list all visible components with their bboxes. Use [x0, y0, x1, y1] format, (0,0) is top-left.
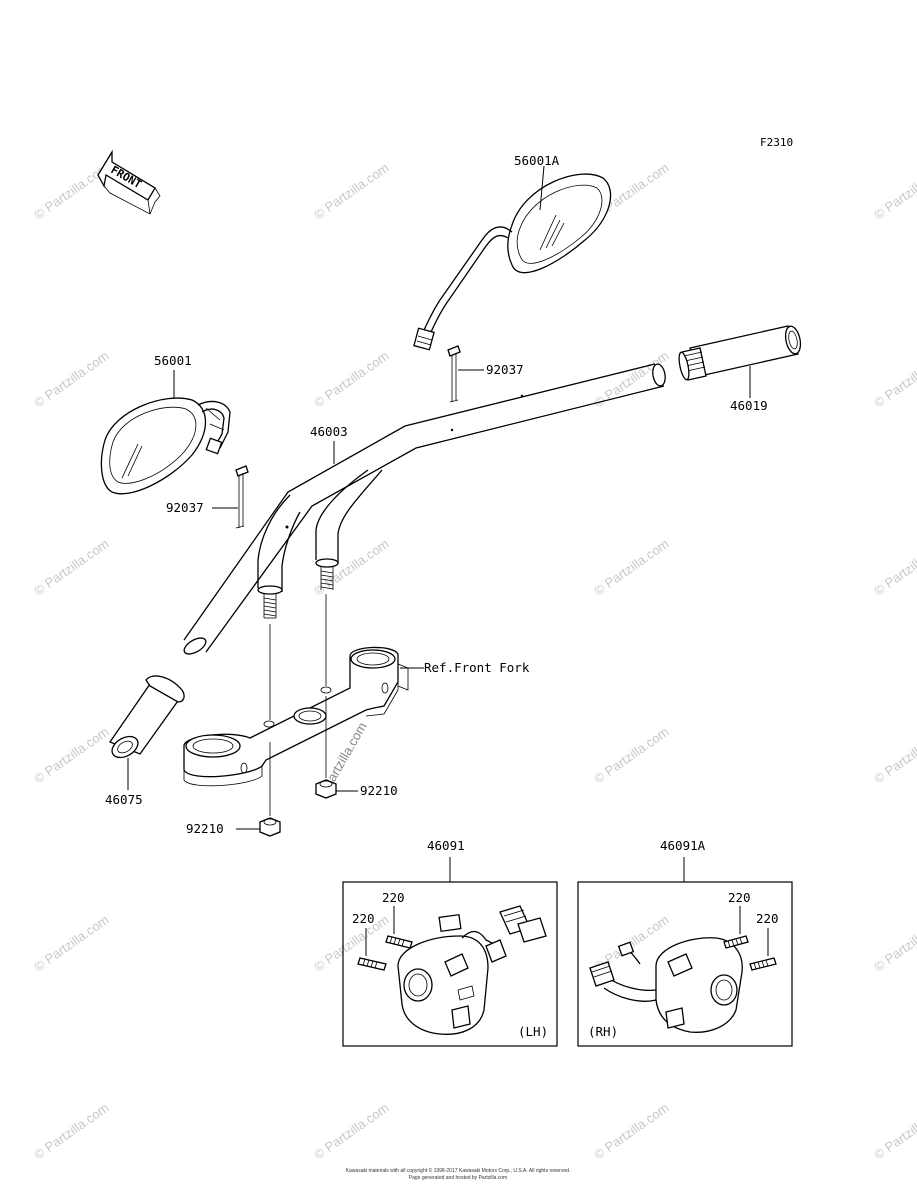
switch-lh[interactable] — [397, 905, 547, 1035]
box-rh-label: (RH) — [588, 1024, 618, 1039]
switch-lh-box — [342, 881, 558, 1047]
ref-front-fork: Ref.Front Fork — [424, 660, 530, 675]
watermark: © Partzilla.com — [591, 724, 671, 787]
callout-56001a: 56001A — [514, 153, 560, 168]
mirror-right[interactable] — [413, 173, 612, 351]
callout-220-rh-1: 220 — [728, 890, 751, 905]
callout-92210-left: 92210 — [186, 821, 224, 836]
grip-right[interactable] — [677, 325, 803, 381]
callout-92037-top: 92037 — [486, 362, 524, 377]
watermark: © Partzilla.com — [31, 536, 111, 599]
callout-46091: 46091 — [427, 838, 465, 853]
grip-left[interactable] — [108, 675, 185, 762]
screw-lh-1[interactable] — [385, 935, 413, 949]
figure-code: F2310 — [760, 136, 793, 149]
switch-rh-box — [577, 881, 793, 1047]
watermark: © Partzilla.com — [871, 536, 917, 599]
handlebar[interactable] — [182, 363, 667, 657]
switch-rh[interactable] — [589, 937, 743, 1033]
screw-rh-2[interactable] — [749, 957, 777, 971]
bolt-left[interactable] — [235, 465, 249, 529]
callout-46091a: 46091A — [660, 838, 706, 853]
watermark: © Partzilla.com — [31, 912, 111, 975]
footer-line-2: Page generated and hosted by Partzilla.c… — [409, 1175, 507, 1181]
watermark: © Partzilla.com — [31, 160, 111, 223]
watermark: © Partzilla.com — [311, 1100, 391, 1163]
watermark: © Partzilla.com — [311, 160, 391, 223]
footer-line-1: Kawasaki materials with all copyright © … — [346, 1167, 571, 1174]
bolt-top[interactable] — [447, 345, 461, 403]
watermark: © Partzilla.com — [31, 348, 111, 411]
watermark: © Partzilla.com — [871, 912, 917, 975]
watermark: © Partzilla.com — [591, 1100, 671, 1163]
callout-56001: 56001 — [154, 353, 192, 368]
watermark: © Partzilla.com — [871, 1100, 917, 1163]
box-lh-label: (LH) — [518, 1024, 548, 1039]
front-arrow-icon: FRONT — [97, 149, 161, 215]
callout-92210-right: 92210 — [360, 783, 398, 798]
watermark: © Partzilla.com — [31, 724, 111, 787]
nut-right[interactable] — [315, 779, 337, 799]
callout-46075: 46075 — [105, 792, 143, 807]
callout-92037-left: 92037 — [166, 500, 204, 515]
watermark: © Partzilla.com — [31, 1100, 111, 1163]
mirror-left[interactable] — [100, 397, 231, 495]
watermark: © Partzilla.com — [871, 724, 917, 787]
watermark: © Partzilla.com — [311, 348, 391, 411]
watermark: © Partzilla.com — [871, 160, 917, 223]
screw-lh-2[interactable] — [357, 957, 387, 971]
upper-fork-bracket[interactable] — [183, 646, 409, 787]
callout-46019: 46019 — [730, 398, 768, 413]
callout-220-lh-2: 220 — [352, 911, 375, 926]
callout-220-lh-1: 220 — [382, 890, 405, 905]
watermark: © Partzilla.com — [871, 348, 917, 411]
callout-220-rh-2: 220 — [756, 911, 779, 926]
screw-rh-1[interactable] — [723, 935, 749, 949]
watermark: © Partzilla.com — [591, 536, 671, 599]
nut-left[interactable] — [259, 817, 281, 837]
callout-46003: 46003 — [310, 424, 348, 439]
